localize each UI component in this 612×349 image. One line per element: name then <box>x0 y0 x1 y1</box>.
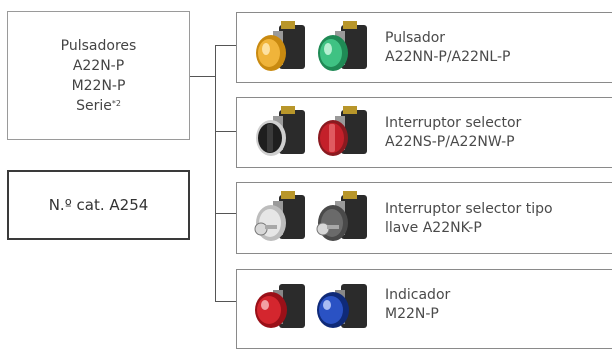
series-box: Pulsadores A22N-P M22N-P Serie*2 <box>7 11 190 140</box>
blue-indicator-lamp-icon <box>317 284 367 328</box>
series-line-2: A22N-P <box>72 57 125 74</box>
product-model: llave A22NK-P <box>385 220 482 236</box>
series-line-4: Serie*2 <box>76 96 121 116</box>
product-name: Interruptor selector tipo <box>385 201 553 217</box>
green-pushbutton-icon <box>318 21 367 71</box>
connector-branch-4 <box>215 301 236 302</box>
connector-branch-1 <box>215 45 236 46</box>
product-name: Interruptor selector <box>385 115 522 131</box>
footnote-marker: *2 <box>111 98 121 108</box>
connector-branch-2 <box>215 131 236 132</box>
connector-vertical-trunk <box>215 45 216 301</box>
product-indicador: Indicador M22N-P <box>236 269 612 349</box>
product-name: Indicador <box>385 287 451 303</box>
product-name: Pulsador <box>385 30 446 46</box>
series-label: Serie <box>76 97 112 114</box>
product-model: A22NN-P/A22NL-P <box>385 49 511 65</box>
series-line-3: M22N-P <box>71 77 126 94</box>
product-model: A22NS-P/A22NW-P <box>385 134 515 150</box>
product-model: M22N-P <box>385 306 439 322</box>
product-interruptor-llave: Interruptor selector tipo llave A22NK-P <box>236 182 612 254</box>
key-selector-switch-icon <box>254 191 305 241</box>
red-selector-switch-icon <box>318 106 367 156</box>
connector-branch-3 <box>215 213 236 214</box>
amber-pushbutton-icon <box>256 21 305 71</box>
key-selector-switch-icon <box>316 191 367 241</box>
red-indicator-lamp-icon <box>255 284 305 328</box>
product-pulsador: Pulsador A22NN-P/A22NL-P <box>236 12 612 83</box>
catalog-label: N.º cat. A254 <box>48 196 149 214</box>
series-line-1: Pulsadores <box>60 37 137 54</box>
connector-horizontal-main <box>190 76 215 77</box>
catalog-box: N.º cat. A254 <box>7 170 190 240</box>
product-interruptor-selector: Interruptor selector A22NS-P/A22NW-P <box>236 97 612 168</box>
black-selector-switch-icon <box>256 106 305 156</box>
